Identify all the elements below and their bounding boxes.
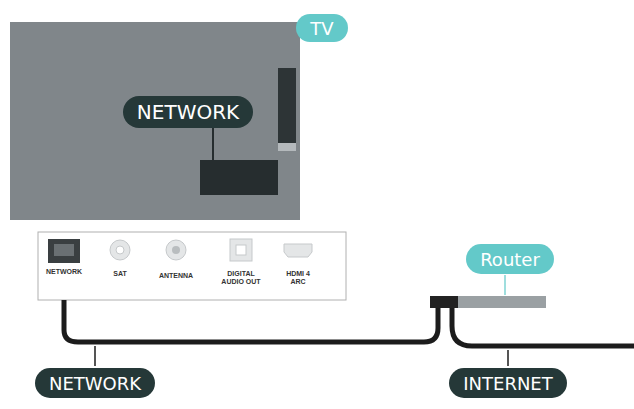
ethernet-port: [48, 239, 80, 263]
port-label: NETWORK: [42, 268, 86, 276]
ethernet-socket: [54, 244, 74, 256]
pill-text: NETWORK: [137, 100, 239, 124]
cable-callout: INTERNET: [449, 368, 566, 398]
port-label: HDMI 4 ARC: [281, 270, 315, 286]
sat-pin: [116, 246, 124, 254]
leader-line: [504, 275, 506, 295]
antenna-pin: [172, 246, 180, 254]
tv-slot-end: [278, 143, 296, 151]
port-label: ANTENNA: [154, 272, 198, 280]
pill-text: TV: [310, 18, 333, 39]
network-cable: [64, 300, 438, 342]
pill-text: NETWORK: [49, 373, 141, 394]
device-tag: TV: [296, 14, 347, 42]
leader-line: [94, 346, 96, 366]
router-port: [430, 296, 458, 308]
optical-port: [230, 239, 252, 261]
sat-port: [110, 240, 130, 260]
device-tag: Router: [466, 244, 554, 274]
internet-cable: [452, 308, 634, 346]
router-body: [456, 296, 546, 308]
connector-panel: [38, 232, 346, 300]
pill-text: INTERNET: [463, 373, 552, 394]
port-callout: NETWORK: [123, 96, 253, 128]
tv-slot: [278, 68, 296, 143]
tv-port-block: [200, 160, 278, 195]
port-label: SAT: [105, 270, 135, 278]
port-label: DIGITAL AUDIO OUT: [221, 270, 261, 286]
leader-line: [507, 350, 509, 366]
leader-line: [212, 128, 214, 160]
antenna-port: [166, 240, 186, 260]
cable-callout: NETWORK: [35, 368, 155, 398]
hdmi-port: [284, 244, 312, 257]
tv-back: [10, 22, 300, 220]
optical-socket: [236, 245, 246, 255]
pill-text: Router: [480, 249, 540, 270]
